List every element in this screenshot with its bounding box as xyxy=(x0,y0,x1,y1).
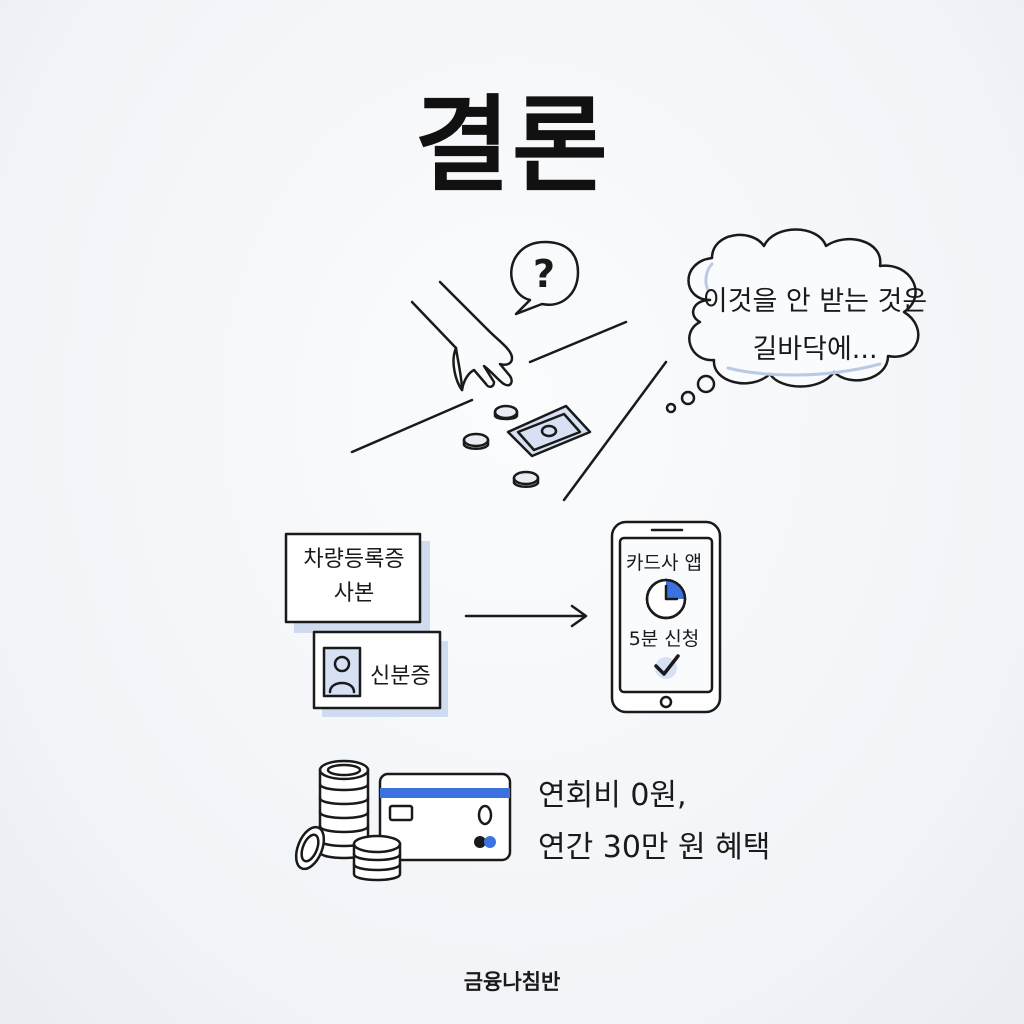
app-apply-label: 5분 신청 xyxy=(628,628,700,650)
question-mark: ? xyxy=(532,252,556,296)
coin-icon xyxy=(493,404,519,421)
coin-stack-icon xyxy=(294,759,370,871)
coin-stack-icon xyxy=(352,834,402,882)
question-bubble xyxy=(510,240,580,316)
check-icon xyxy=(654,654,680,679)
id-card xyxy=(312,630,448,717)
thought-line: 길바닥에... xyxy=(752,334,878,365)
brand-label: 금융나침반 xyxy=(463,970,561,994)
person-icon xyxy=(322,646,362,698)
hand-icon xyxy=(410,280,514,392)
page-title: 결론 xyxy=(414,84,610,206)
banknote-icon xyxy=(506,404,592,458)
benefit-line: 연간 30만 원 혜택 xyxy=(538,830,771,865)
floor-lines xyxy=(350,320,668,502)
coin-icon xyxy=(462,432,490,450)
registration-line: 사본 xyxy=(333,581,375,606)
thought-line: 이것을 안 받는 것은 xyxy=(702,286,928,317)
arrow-icon xyxy=(464,604,588,628)
app-title: 카드사 앱 xyxy=(626,552,702,574)
benefit-text: 연회비 0원, 연간 30만 원 혜택 xyxy=(538,770,818,874)
thought-text: 이것을 안 받는 것은 길바닥에... xyxy=(700,278,930,374)
coin-icon xyxy=(512,470,540,488)
benefit-line: 연회비 0원, xyxy=(538,778,687,813)
registration-document xyxy=(284,532,430,633)
registration-label: 차량등록증 사본 xyxy=(286,543,422,611)
thought-cloud xyxy=(665,228,920,414)
clock-icon xyxy=(645,578,687,620)
registration-line: 차량등록증 xyxy=(303,547,405,572)
id-card-label: 신분증 xyxy=(370,664,431,689)
credit-card-icon xyxy=(378,772,512,862)
